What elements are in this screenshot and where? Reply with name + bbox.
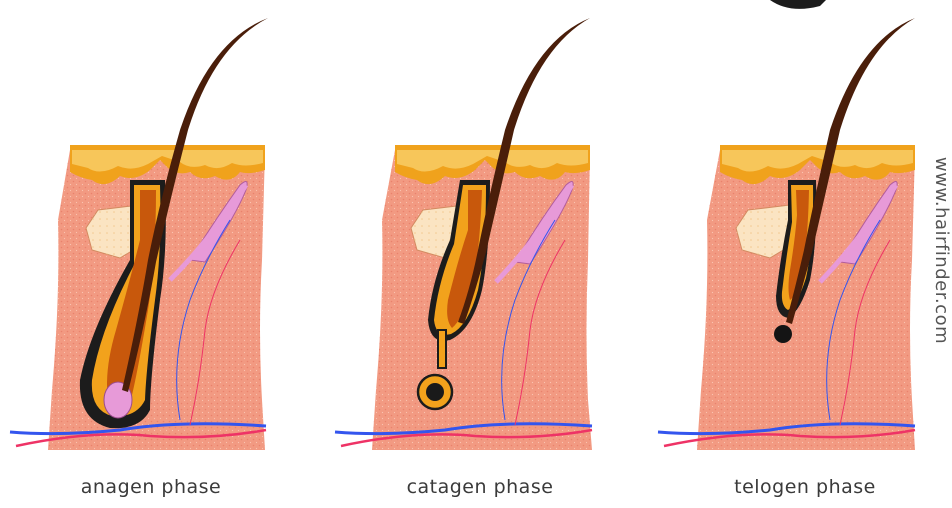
dermal-papilla — [426, 383, 444, 401]
epithelial-strand — [438, 330, 446, 368]
watermark-url: www.hairfinder.com — [930, 140, 952, 360]
club-hair-bulb — [774, 325, 792, 343]
partial-top-mark — [770, 0, 826, 9]
caption-anagen-phase: anagen phase — [1, 476, 301, 498]
catagen-panel — [335, 18, 592, 450]
telogen-panel — [658, 18, 915, 450]
anagen-panel — [10, 18, 268, 450]
watermark-text: www.hairfinder.com — [932, 156, 952, 343]
caption-catagen-phase: catagen phase — [330, 476, 630, 498]
caption-telogen-phase: telogen phase — [655, 476, 952, 498]
